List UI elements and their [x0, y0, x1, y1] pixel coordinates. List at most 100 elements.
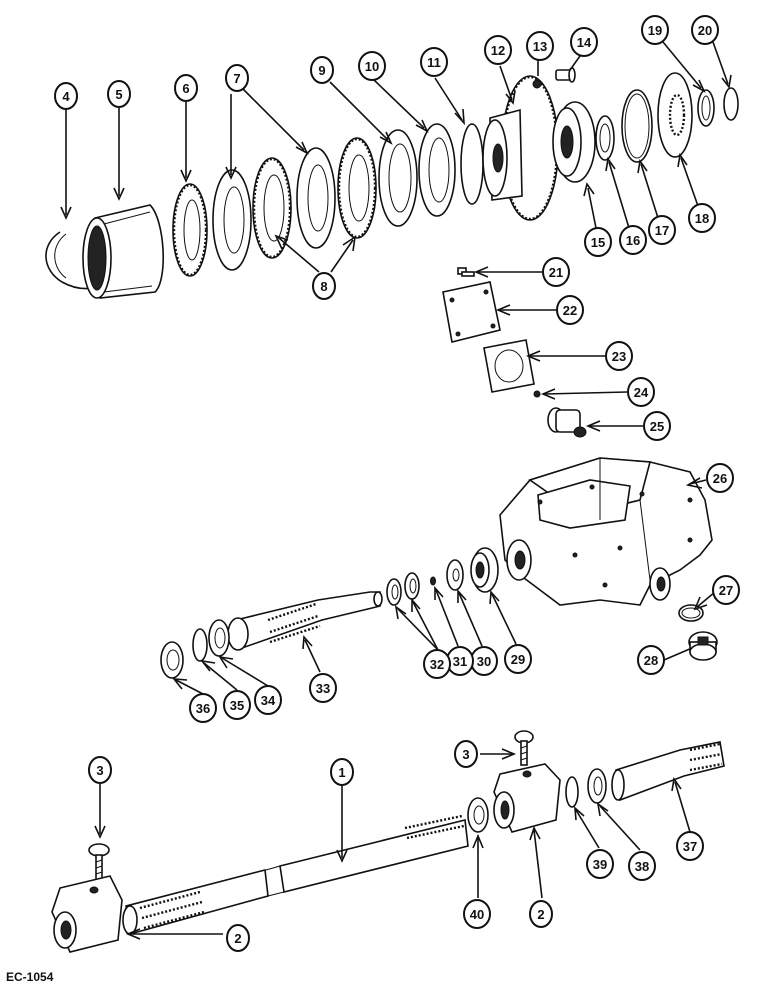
callout-6: 6: [174, 74, 198, 102]
svg-text:22: 22: [563, 303, 577, 318]
svg-text:8: 8: [320, 279, 327, 294]
part-snap-ring-39: [565, 776, 579, 808]
part-coupler-2-left: [51, 875, 123, 953]
svg-text:3: 3: [96, 763, 103, 778]
callout-25: 25: [643, 411, 671, 441]
svg-text:23: 23: [612, 349, 626, 364]
part-bearing-38: [587, 768, 607, 804]
svg-text:24: 24: [634, 385, 649, 400]
part-snap-ring-11: [460, 123, 484, 205]
callout-28: 28: [637, 645, 665, 675]
part-coupler-2-right: [493, 763, 561, 833]
svg-text:1: 1: [338, 765, 345, 780]
part-cover-plate-22: [442, 281, 501, 343]
part-bolt-21: [457, 267, 475, 277]
svg-text:3: 3: [462, 747, 469, 762]
svg-text:12: 12: [491, 43, 505, 58]
callout-bubbles: 4 5 6 7 8 9 10 11 12 13 14 15 16 17 18 1…: [54, 15, 740, 952]
part-clutch-discs-7: [212, 147, 336, 271]
part-ball-31: [430, 576, 436, 586]
svg-text:6: 6: [182, 81, 189, 96]
part-ring-19: [697, 89, 715, 127]
part-clutch-plate-6: [172, 183, 208, 277]
svg-text:20: 20: [698, 23, 712, 38]
part-gasket-23: [483, 339, 535, 393]
part-drain-plug-28: [688, 631, 718, 661]
svg-text:7: 7: [233, 71, 240, 86]
callout-4: 4: [54, 82, 78, 110]
callout-26: 26: [706, 463, 734, 493]
svg-text:13: 13: [533, 39, 547, 54]
svg-text:10: 10: [365, 59, 379, 74]
callout-31: 31: [446, 646, 474, 676]
svg-text:31: 31: [453, 654, 467, 669]
callout-22: 22: [556, 295, 584, 325]
part-pin-14: [555, 67, 576, 83]
figure-reference-code: EC-1054: [6, 970, 54, 984]
part-bearing-29: [470, 547, 499, 593]
callout-35: 35: [223, 690, 251, 720]
svg-text:25: 25: [650, 419, 664, 434]
svg-text:26: 26: [713, 471, 727, 486]
callout-10: 10: [358, 51, 386, 81]
svg-text:40: 40: [470, 907, 484, 922]
part-washers-9-10: [378, 123, 456, 227]
part-snap-ring-20: [723, 87, 739, 121]
part-ball-13: [532, 79, 542, 89]
svg-text:15: 15: [591, 235, 605, 250]
part-rings-32: [386, 572, 420, 606]
callout-19: 19: [641, 15, 669, 45]
svg-text:18: 18: [695, 211, 709, 226]
svg-text:5: 5: [115, 87, 122, 102]
part-long-shaft-1: [122, 814, 469, 936]
callout-30: 30: [470, 646, 498, 676]
leader-lines: [60, 41, 732, 940]
callout-3-left: 3: [88, 756, 112, 784]
callout-15: 15: [584, 227, 612, 257]
svg-text:32: 32: [430, 657, 444, 672]
callout-20: 20: [691, 15, 719, 45]
part-stub-shaft-37: [611, 741, 725, 802]
svg-text:21: 21: [549, 265, 563, 280]
svg-text:30: 30: [477, 654, 491, 669]
part-washer-40: [467, 797, 489, 833]
svg-text:37: 37: [683, 839, 697, 854]
callout-36: 36: [189, 693, 217, 723]
part-bearing-34: [208, 619, 230, 657]
callout-17: 17: [648, 215, 676, 245]
callout-21: 21: [542, 257, 570, 287]
svg-text:34: 34: [261, 693, 276, 708]
svg-text:35: 35: [230, 698, 244, 713]
callout-9: 9: [310, 56, 334, 84]
callout-13: 13: [526, 31, 554, 61]
part-ring-17: [621, 89, 653, 163]
svg-text:19: 19: [648, 23, 662, 38]
svg-text:39: 39: [593, 857, 607, 872]
svg-text:2: 2: [537, 907, 544, 922]
svg-text:16: 16: [626, 233, 640, 248]
svg-text:38: 38: [635, 859, 649, 874]
callout-18: 18: [688, 203, 716, 233]
callout-24: 24: [627, 377, 655, 407]
callout-33: 33: [309, 673, 337, 703]
callout-7: 7: [225, 64, 249, 92]
callout-2-left: 2: [226, 924, 250, 952]
callout-1: 1: [330, 758, 354, 786]
svg-text:29: 29: [511, 652, 525, 667]
callout-27: 27: [712, 575, 740, 605]
part-bolt-3-left: [88, 843, 110, 882]
part-clutch-drum-5: [82, 204, 164, 299]
part-washer-30: [446, 559, 464, 591]
part-splined-disc-18: [657, 72, 693, 158]
callout-12: 12: [484, 35, 512, 65]
callout-16: 16: [619, 225, 647, 255]
svg-text:28: 28: [644, 653, 658, 668]
callout-23: 23: [605, 341, 633, 371]
svg-text:11: 11: [427, 55, 441, 70]
svg-text:14: 14: [577, 35, 592, 50]
callout-37: 37: [676, 831, 704, 861]
svg-text:2: 2: [234, 931, 241, 946]
part-plug-24: [533, 390, 541, 398]
